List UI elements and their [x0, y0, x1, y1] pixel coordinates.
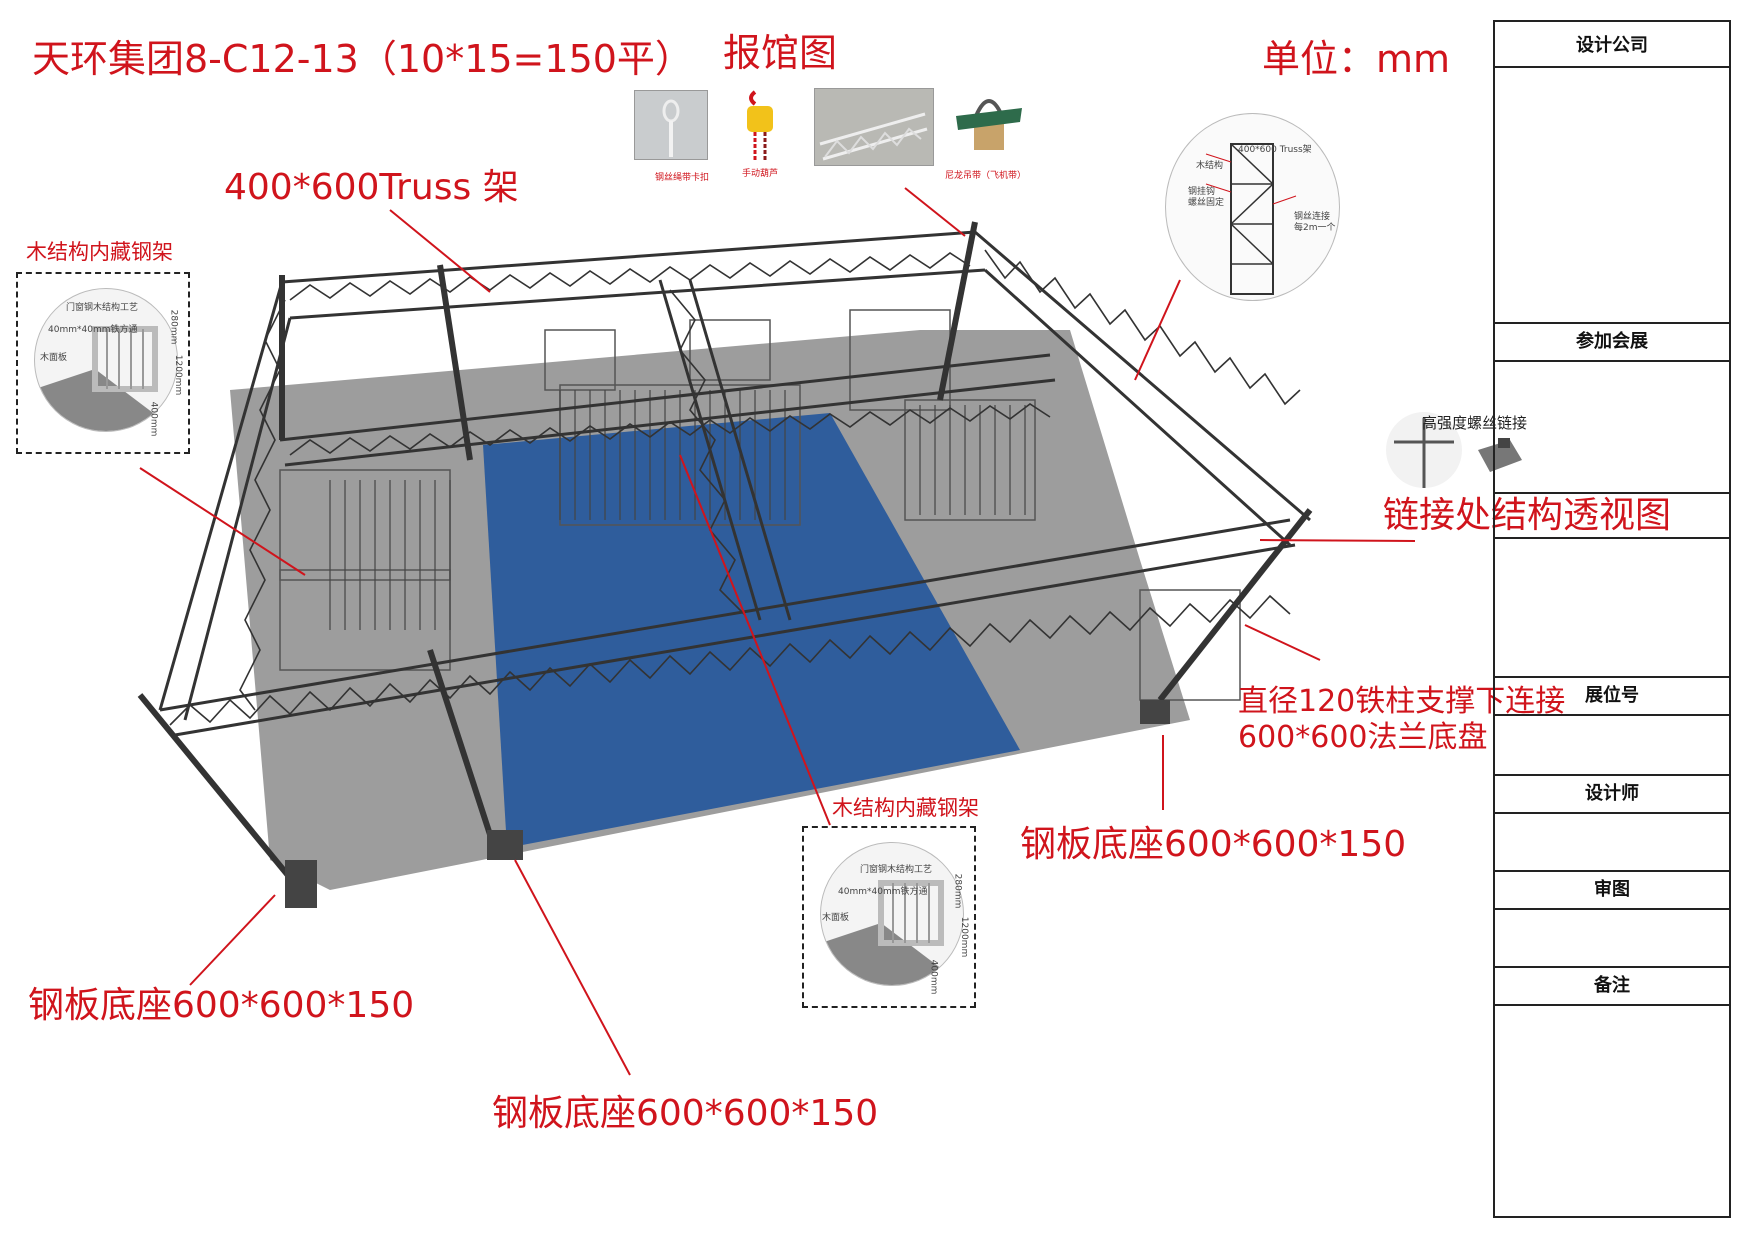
title-block-review: 审图 [1495, 870, 1729, 910]
title-block-designer: 设计师 [1495, 774, 1729, 814]
unit-label: 单位：mm [1262, 37, 1451, 81]
wood-steel-callout-left: 木结构内藏钢架 [26, 240, 173, 264]
detail-note: 40mm*40mm铁方通 [838, 887, 928, 897]
detail-note: 钢丝连接 [1294, 212, 1331, 222]
detail-note: 每2m一个 [1294, 223, 1336, 233]
title-block-divider [1495, 537, 1729, 539]
report-caption: 尼龙吊带（飞机带） [945, 171, 1027, 181]
detail-note: 400*600 Truss架 [1238, 145, 1312, 155]
joint-view-callout: 链接处结构透视图 [1383, 495, 1672, 536]
title-block-design-company: 设计公司 [1495, 28, 1729, 68]
detail-note: 400mm [928, 959, 939, 995]
nylon-sling-icon [954, 86, 1024, 158]
detail-note: 280mm [952, 873, 963, 909]
base-plate-callout-center: 钢板底座600*600*150 [492, 1093, 879, 1134]
detail-note: 280mm [168, 309, 179, 345]
detail-note: 木结构 [1196, 161, 1224, 171]
booth-structure-drawing [137, 187, 1416, 1076]
pillar-callout-line2: 600*600法兰底盘 [1238, 720, 1488, 755]
detail-note: 木面板 [40, 353, 68, 363]
title-block-remarks: 备注 [1495, 966, 1729, 1006]
detail-circle [34, 288, 178, 432]
bolt-note: 高强度螺丝链接 [1422, 414, 1528, 432]
truss-connection-detail: 400*600 Truss架 木结构 钢挂钩 螺丝固定 钢丝连接 每2m一个 [1165, 113, 1340, 301]
chain-hoist-icon [725, 88, 797, 160]
truss-segment-icon [814, 88, 934, 166]
title-block-booth-no: 展位号 [1495, 676, 1729, 716]
detail-note: 木面板 [822, 913, 850, 923]
wood-steel-detail-left: 门窗钢木结构工艺 40mm*40mm铁方通 木面板 280mm 1200mm 4… [16, 272, 190, 454]
truss-callout: 400*600Truss 架 [224, 167, 519, 208]
title-block: 设计公司 参加会展 展位号 设计师 审图 备注 [1493, 20, 1731, 1218]
bolt-connection-detail: 高强度螺丝链接 [1380, 410, 1530, 490]
base-plate-callout-right: 钢板底座600*600*150 [1020, 824, 1407, 865]
wood-steel-callout-mid: 木结构内藏钢架 [832, 796, 979, 820]
report-caption: 钢丝绳带卡扣 [655, 173, 710, 183]
pillar-callout-line1: 直径120铁柱支撑下连接 [1238, 684, 1566, 719]
detail-note: 门窗钢木结构工艺 [66, 303, 139, 313]
base-plate-callout-left: 钢板底座600*600*150 [28, 985, 415, 1026]
detail-note: 门窗钢木结构工艺 [860, 865, 933, 875]
title-block-exhibitor: 参加会展 [1495, 322, 1729, 362]
detail-note: 400mm [148, 401, 159, 437]
wood-steel-detail-mid: 门窗钢木结构工艺 40mm*40mm铁方通 木面板 280mm 1200mm 4… [802, 826, 976, 1008]
drawing-title: 天环集团8-C12-13（10*15=150平） [32, 37, 693, 81]
title-block-divider [1495, 492, 1729, 494]
detail-note: 40mm*40mm铁方通 [48, 325, 138, 335]
detail-note: 螺丝固定 [1188, 198, 1225, 208]
detail-circle [820, 842, 964, 986]
wire-rope-clip-icon [634, 90, 708, 160]
report-caption: 手动葫芦 [742, 169, 779, 179]
report-label: 报馆图 [723, 31, 838, 75]
detail-note: 1200mm [959, 916, 970, 958]
detail-note: 钢挂钩 [1188, 187, 1216, 197]
detail-note: 1200mm [173, 354, 184, 396]
